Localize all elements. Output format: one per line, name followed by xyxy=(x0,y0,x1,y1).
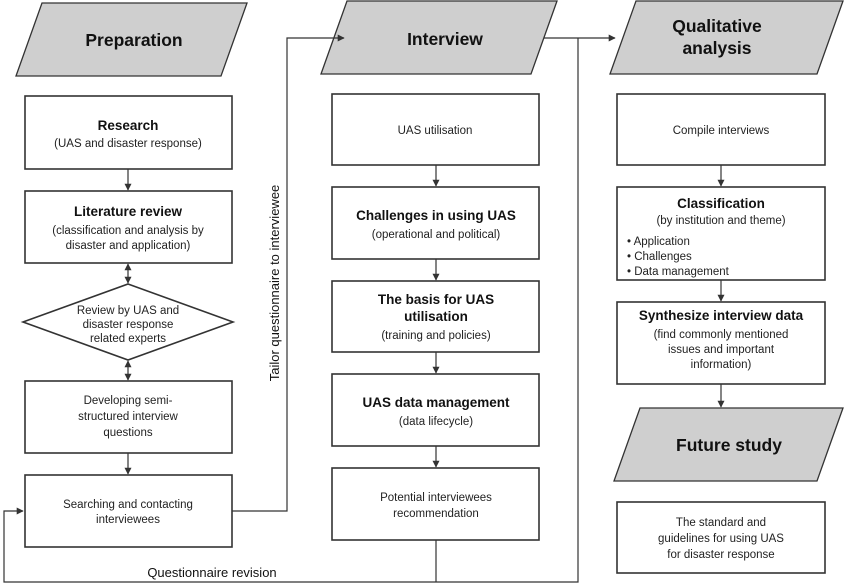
header-future-study: Future study xyxy=(613,407,844,482)
box-compile-interviews: Compile interviews xyxy=(616,93,826,166)
classification-sub: (by institution and theme) xyxy=(656,215,785,227)
box-research: Research (UAS and disaster response) xyxy=(24,95,233,170)
header-preparation: Preparation xyxy=(15,2,248,77)
tailor-questionnaire-label: Tailor questionnaire to interviewee xyxy=(267,185,282,382)
box-future-standards: The standard and guidelines for using UA… xyxy=(616,501,826,574)
basis-title-1: The basis for UAS xyxy=(378,292,494,307)
synth-line-1: (find commonly mentioned xyxy=(654,329,789,341)
future-line-2: guidelines for using UAS xyxy=(658,533,784,545)
data-sub: (data lifecycle) xyxy=(399,416,473,428)
arrow-tailor-questionnaire xyxy=(232,34,345,512)
box-synthesize: Synthesize interview data (find commonly… xyxy=(616,301,826,385)
classification-title: Classification xyxy=(677,196,765,211)
header-interview: Interview xyxy=(320,0,558,75)
potential-line-1: Potential interviewees xyxy=(380,492,492,504)
box-searching-interviewees: Searching and contacting interviewees xyxy=(24,474,233,548)
classification-bullet-application: • Application xyxy=(627,236,690,248)
synth-title: Synthesize interview data xyxy=(639,308,804,323)
header-qualitative-line2: analysis xyxy=(682,38,751,58)
literature-title: Literature review xyxy=(74,204,183,219)
connectors xyxy=(3,34,725,583)
basis-sub: (training and policies) xyxy=(381,330,490,342)
header-interview-label: Interview xyxy=(407,29,483,49)
box-data-management: UAS data management (data lifecycle) xyxy=(331,373,540,447)
box-developing-questions: Developing semi- structured interview qu… xyxy=(24,380,233,454)
arrow-questionnaire-revision-loop xyxy=(3,38,579,583)
review-line-1: Review by UAS and xyxy=(77,305,179,317)
searching-line-2: interviewees xyxy=(96,514,160,526)
header-future-label: Future study xyxy=(676,435,782,455)
synth-line-3: information) xyxy=(691,359,752,371)
questionnaire-revision-label: Questionnaire revision xyxy=(147,565,276,580)
compile-label: Compile interviews xyxy=(673,125,770,137)
challenges-sub: (operational and political) xyxy=(372,229,501,241)
future-line-1: The standard and xyxy=(676,517,766,529)
box-potential-interviewees: Potential interviewees recommendation xyxy=(331,467,540,541)
diamond-expert-review: Review by UAS and disaster response rela… xyxy=(20,283,236,361)
basis-title-2: utilisation xyxy=(404,309,468,324)
developing-line-2: structured interview xyxy=(78,411,178,423)
classification-bullet-data-management: • Data management xyxy=(627,266,730,278)
searching-line-1: Searching and contacting xyxy=(63,499,193,511)
review-line-2: disaster response xyxy=(83,319,174,331)
header-qualitative-analysis: Qualitative analysis xyxy=(609,0,844,75)
box-uas-utilisation: UAS utilisation xyxy=(331,93,540,166)
literature-sub-1: (classification and analysis by xyxy=(52,225,204,237)
developing-line-3: questions xyxy=(103,427,152,439)
header-qualitative-line1: Qualitative xyxy=(672,16,762,36)
box-literature-review: Literature review (classification and an… xyxy=(24,190,233,264)
box-challenges: Challenges in using UAS (operational and… xyxy=(331,186,540,260)
research-title: Research xyxy=(98,118,159,133)
research-sub: (UAS and disaster response) xyxy=(54,138,202,150)
potential-line-2: recommendation xyxy=(393,508,479,520)
utilisation-label: UAS utilisation xyxy=(398,125,473,137)
review-line-3: related experts xyxy=(90,333,166,345)
header-preparation-label: Preparation xyxy=(85,30,182,50)
future-line-3: for disaster response xyxy=(667,549,774,561)
data-title: UAS data management xyxy=(362,395,510,410)
synth-line-2: issues and important xyxy=(668,344,775,356)
box-classification: Classification (by institution and theme… xyxy=(616,186,826,281)
literature-sub-2: disaster and application) xyxy=(66,240,191,252)
challenges-title: Challenges in using UAS xyxy=(356,208,516,223)
developing-line-1: Developing semi- xyxy=(84,395,173,407)
classification-bullet-challenges: • Challenges xyxy=(627,251,692,263)
box-basis: The basis for UAS utilisation (training … xyxy=(331,280,540,353)
